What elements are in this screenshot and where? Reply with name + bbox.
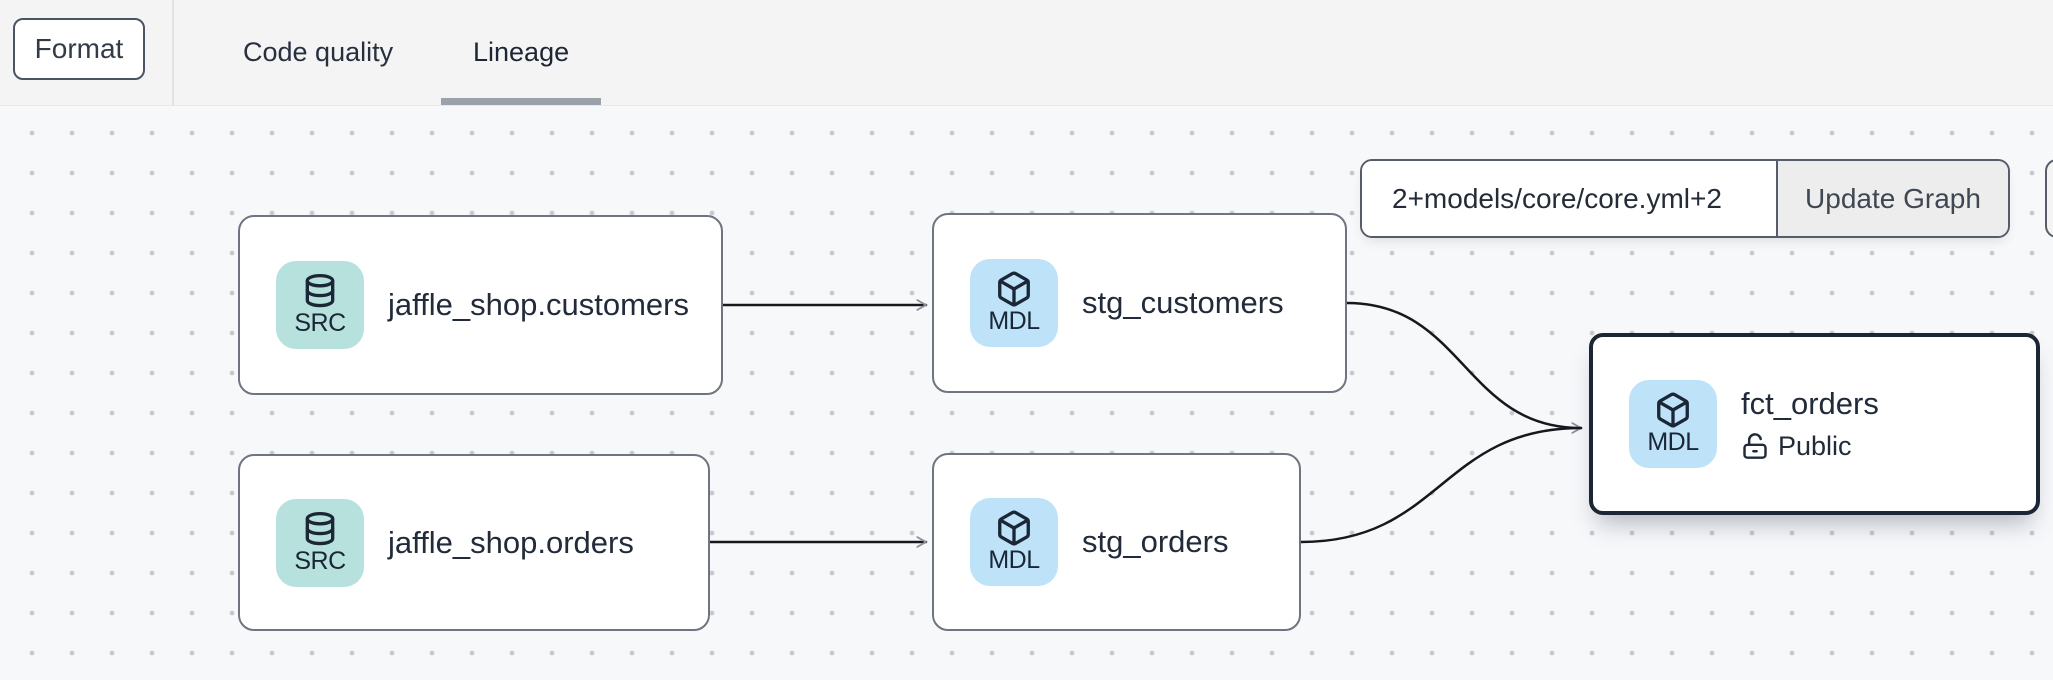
node-text: jaffle_shop.customers <box>388 287 689 323</box>
node-badge-mdl: MDL <box>1629 380 1717 468</box>
badge-label: MDL <box>1647 428 1699 457</box>
badge-label: SRC <box>294 309 346 338</box>
tab-lineage[interactable]: Lineage <box>440 0 602 105</box>
node-title: fct_orders <box>1741 386 1879 422</box>
node-badge-src: SRC <box>276 498 364 587</box>
tab-code-quality[interactable]: Code quality <box>243 0 393 105</box>
node-access-label: Public <box>1778 430 1852 461</box>
node-title: jaffle_shop.orders <box>388 524 634 560</box>
node-stg_customers[interactable]: MDL stg_customers <box>932 213 1347 393</box>
lock-open-icon <box>1741 432 1769 460</box>
cube-icon <box>1654 391 1692 429</box>
node-jaffle_shop_customers[interactable]: SRC jaffle_shop.customers <box>238 215 723 395</box>
node-access-badge: Public <box>1741 431 1879 462</box>
node-text: jaffle_shop.orders <box>388 525 634 561</box>
toolbar: Format Code quality Lineage <box>0 0 2053 106</box>
badge-label: SRC <box>294 546 346 575</box>
node-title: jaffle_shop.customers <box>388 287 689 323</box>
node-badge-mdl: MDL <box>970 259 1058 347</box>
clipped-control[interactable] <box>2045 159 2053 238</box>
node-badge-mdl: MDL <box>970 498 1058 586</box>
database-icon <box>301 272 339 310</box>
node-stg_orders[interactable]: MDL stg_orders <box>932 453 1301 631</box>
cube-icon <box>995 270 1033 308</box>
node-text: stg_orders <box>1082 524 1228 560</box>
node-title: stg_customers <box>1082 285 1284 321</box>
node-text: stg_customers <box>1082 285 1284 321</box>
tab-label: Code quality <box>243 37 394 67</box>
tab-label: Lineage <box>473 37 570 67</box>
badge-label: MDL <box>988 307 1040 336</box>
node-jaffle_shop_orders[interactable]: SRC jaffle_shop.orders <box>238 454 710 631</box>
format-button[interactable]: Format <box>13 18 145 80</box>
graph-controls: Update Graph <box>1360 159 2010 238</box>
database-icon <box>301 510 339 548</box>
cube-icon <box>995 509 1033 547</box>
node-title: stg_orders <box>1082 524 1229 560</box>
toolbar-divider <box>172 0 174 105</box>
selector-input[interactable] <box>1362 161 1776 236</box>
badge-label: MDL <box>988 546 1040 575</box>
update-graph-button[interactable]: Update Graph <box>1776 161 2008 236</box>
node-badge-src: SRC <box>276 261 364 349</box>
